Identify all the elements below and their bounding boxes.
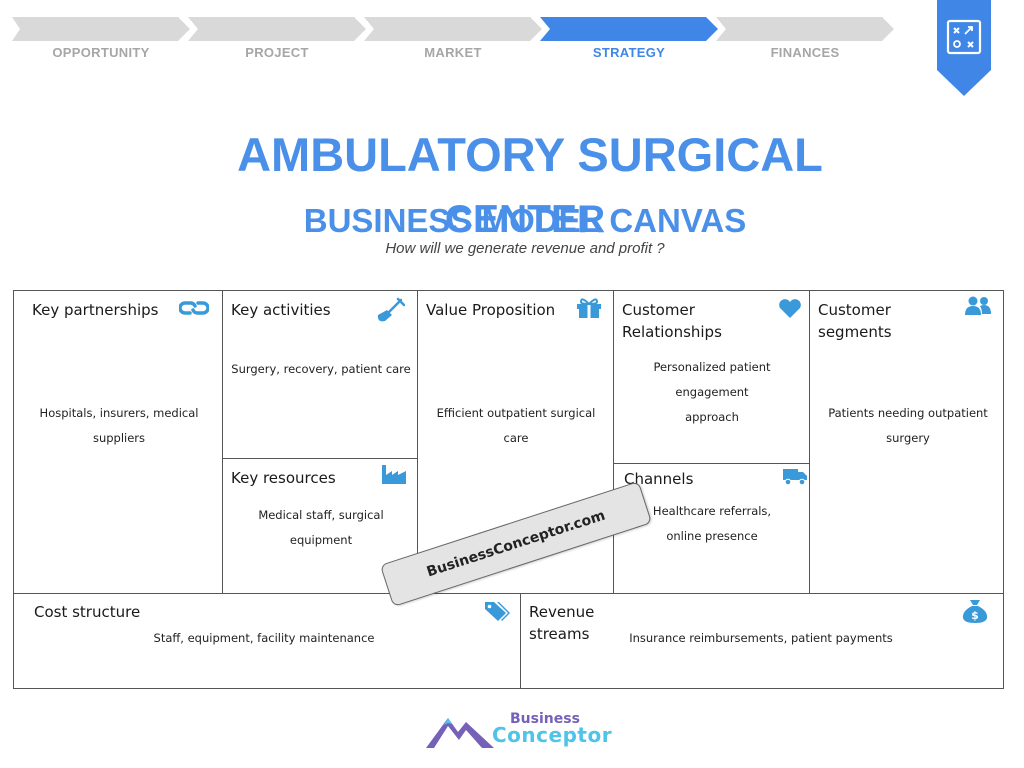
tags-icon [485, 602, 510, 621]
cell-customer-relationships: Customer Relationships Personalized pati… [613, 290, 810, 464]
truck-icon [783, 469, 807, 486]
step-label: MARKET [424, 45, 482, 60]
strategy-bookmark [937, 0, 991, 96]
cell-title: Revenue streams [529, 603, 595, 643]
cell-title: Cost structure [34, 603, 141, 621]
cell-title: Key resources [231, 469, 336, 487]
cell-channels: Channels Healthcare referrals, online pr… [613, 463, 810, 594]
cell-key-partnerships: Key partnerships Hospitals, insurers, me… [13, 290, 223, 594]
business-conceptor-logo: Business Conceptor [426, 708, 612, 752]
step-label: PROJECT [245, 45, 309, 60]
cell-text: Efficient outpatient surgical care [436, 406, 596, 445]
step-project[interactable]: PROJECT [188, 17, 366, 67]
cell-customer-segments: Customer segments Patients needing outpa… [809, 290, 1004, 594]
title-overlap-word: CENTER [444, 198, 606, 241]
cell-title: Key partnerships [32, 301, 159, 319]
cell-text: Insurance reimbursements, patient paymen… [629, 631, 893, 645]
step-label: FINANCES [770, 45, 840, 60]
cell-text: Surgery, recovery, patient care [231, 362, 411, 376]
cell-title: Customer segments [818, 301, 892, 341]
logo-text-business: Business [510, 711, 580, 727]
step-label: STRATEGY [592, 45, 666, 60]
cell-text: Hospitals, insurers, medical suppliers [39, 406, 199, 445]
cell-text: Staff, equipment, facility maintenance [153, 631, 375, 645]
strategy-board-icon [937, 0, 991, 96]
progress-steps: OPPORTUNITY PROJECT MARKET STRATEGY FINA… [12, 17, 902, 67]
step-finances[interactable]: FINANCES [716, 17, 894, 67]
heart-icon [779, 299, 801, 318]
mountain-icon [426, 718, 494, 748]
cell-title: Key activities [231, 301, 331, 319]
cell-text: Personalized patient engagement approach [653, 360, 771, 424]
cell-text: Medical staff, surgical equipment [258, 508, 384, 547]
users-icon [965, 296, 991, 315]
logo-text-conceptor: Conceptor [492, 723, 613, 747]
step-label: OPPORTUNITY [52, 45, 150, 60]
factory-icon [382, 465, 406, 484]
step-strategy[interactable]: STRATEGY [540, 17, 718, 67]
svg-text:$: $ [971, 609, 979, 622]
subtitle: How will we generate revenue and profit … [385, 240, 665, 257]
money-bag-icon: $ [962, 600, 988, 623]
cell-title: Channels [624, 470, 694, 488]
cell-title: Customer Relationships [622, 301, 722, 341]
shovel-icon [377, 297, 405, 322]
cell-revenue-streams: Revenue streams $ Insurance reimbursemen… [520, 593, 1004, 689]
step-opportunity[interactable]: OPPORTUNITY [12, 17, 190, 67]
cell-cost-structure: Cost structure Staff, equipment, facilit… [13, 593, 521, 689]
cell-text: Healthcare referrals, online presence [652, 504, 772, 543]
gift-icon [577, 298, 601, 318]
link-icon [179, 301, 209, 315]
main-title: AMBULATORY SURGICAL [237, 128, 823, 181]
canvas-title: BUSINESS MODEL CANVAS [303, 202, 747, 239]
step-market[interactable]: MARKET [364, 17, 542, 67]
cell-title: Value Proposition [426, 301, 556, 319]
cell-key-activities: Key activities Surgery, recovery, patien… [222, 290, 418, 459]
cell-text: Patients needing outpatient surgery [828, 406, 988, 445]
